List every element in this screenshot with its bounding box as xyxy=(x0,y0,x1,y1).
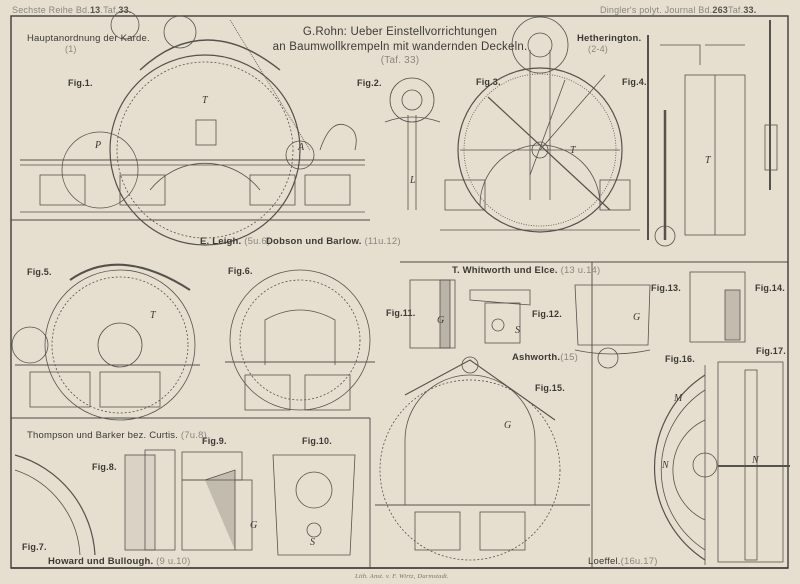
figure-3-drawing xyxy=(440,16,640,233)
figure-13-drawing xyxy=(574,284,651,369)
header-left: Sechste Reihe Bd.13.Taf.33. xyxy=(12,5,132,15)
part-letter: N xyxy=(662,460,669,471)
title-line-1: G.Rohn: Ueber Einstellvorrichtungen xyxy=(302,26,498,38)
figure-label-17: Fig.17. xyxy=(756,346,786,356)
section-ref-hetherington: (2-4) xyxy=(588,44,609,54)
title-line-2: an Baumwollkrempeln mit wandernden Decke… xyxy=(272,41,528,53)
figure-9-drawing xyxy=(181,451,253,551)
figure-7-drawing xyxy=(14,454,96,556)
figure-label-5: Fig.5. xyxy=(27,267,52,277)
figure-label-9: Fig.9. xyxy=(202,436,227,446)
figure-label-13: Fig.13. xyxy=(651,283,681,293)
figure-label-1: Fig.1. xyxy=(68,78,93,88)
figure-8-drawing xyxy=(124,449,176,551)
figure-16-drawing xyxy=(653,365,718,565)
figure-label-2: Fig.2. xyxy=(357,78,382,88)
part-letter: A xyxy=(298,142,305,153)
figure-label-11: Fig.11. xyxy=(386,308,416,318)
figure-1-drawing xyxy=(20,10,365,246)
figure-15-drawing xyxy=(375,356,590,561)
lithographer-imprint: Lith. Anst. v. F. Wirtz, Darmstadt. xyxy=(355,573,449,580)
figure-14-drawing xyxy=(689,271,746,343)
section-label-hauptanordnung: Hauptanordnung der Karde. xyxy=(27,33,150,44)
figure-label-6: Fig.6. xyxy=(228,266,253,276)
figure-label-3: Fig.3. xyxy=(476,77,501,87)
section-label-ashworth: Ashworth.(15) xyxy=(512,352,578,363)
title-plate-ref: (Taf. 33) xyxy=(380,55,420,66)
figure-label-7: Fig.7. xyxy=(22,542,47,552)
figure-label-16: Fig.16. xyxy=(665,354,695,364)
section-label-howard: Howard und Bullough. (9 u.10) xyxy=(48,556,191,567)
figure-2-drawing xyxy=(384,77,441,210)
plate-title: G.Rohn: Ueber Einstellvorrichtungen an B… xyxy=(240,25,560,55)
part-letter: G xyxy=(504,420,512,431)
part-letter: M xyxy=(674,393,683,404)
part-letter: G xyxy=(437,315,445,326)
panel-dividers xyxy=(11,219,788,568)
figure-label-12: Fig.12. xyxy=(532,309,562,319)
part-letter: T xyxy=(705,155,711,166)
figure-label-14: Fig.14. xyxy=(755,283,785,293)
figure-12-drawing xyxy=(469,289,531,344)
part-letter: T xyxy=(150,310,156,321)
part-letter: S xyxy=(515,325,521,336)
journal-name: Dingler's polyt. Journal xyxy=(600,5,696,15)
part-letter: L xyxy=(410,175,416,186)
section-label-leigh: E. Leigh. (5u.6) xyxy=(200,236,271,247)
section-label-dobson: Dobson und Barlow. (11u.12) xyxy=(266,236,401,247)
figure-label-10: Fig.10. xyxy=(302,436,332,446)
volume-number: 13 xyxy=(89,5,101,15)
section-ref-hauptanordnung: (1) xyxy=(65,44,77,54)
part-letter: N xyxy=(752,455,759,466)
figure-label-15: Fig.15. xyxy=(535,383,565,393)
figure-11-drawing xyxy=(409,279,456,349)
figure-4-drawing xyxy=(647,20,778,247)
part-letter: S xyxy=(310,537,316,548)
part-letter: P xyxy=(95,140,102,151)
figure-17-drawing xyxy=(717,361,790,563)
series-label: Sechste Reihe xyxy=(12,5,74,15)
section-label-whitworth: T. Whitworth und Elce. (13 u.14) xyxy=(452,265,601,276)
part-letter: T xyxy=(570,145,576,156)
figure-5-drawing xyxy=(11,263,200,421)
figure-label-4: Fig.4. xyxy=(622,77,647,87)
section-label-loeffel: Loeffel.(16u.17) xyxy=(588,556,658,567)
part-letter: T xyxy=(202,95,208,106)
section-label-thompson: Thompson und Barker bez. Curtis. (7u.8) xyxy=(27,430,207,441)
header-right: Dingler's polyt. Journal Bd.263Taf.33. xyxy=(600,5,757,15)
plate-number: 33. xyxy=(118,5,132,15)
journal-volume: 263 xyxy=(712,5,728,15)
figure-10-drawing xyxy=(272,454,356,556)
figure-label-8: Fig.8. xyxy=(92,462,117,472)
figure-6-drawing xyxy=(225,269,375,411)
part-letter: G xyxy=(633,312,641,323)
part-letter: G xyxy=(250,520,258,531)
journal-plate: 33. xyxy=(743,5,757,15)
section-label-hetherington: Hetherington. xyxy=(577,33,642,44)
